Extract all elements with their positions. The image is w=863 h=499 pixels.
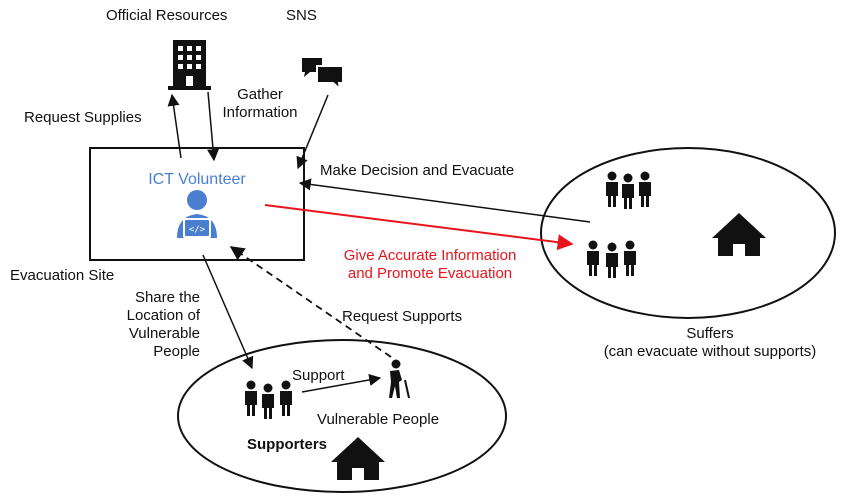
official-resources-label: Official Resources <box>106 7 228 24</box>
vulnerable-people-label: Vulnerable People <box>317 411 440 428</box>
svg-text:</>: </> <box>189 225 206 235</box>
give-information-label: Give Accurate Information and Promote Ev… <box>300 247 560 283</box>
vulnerable-area-ellipse <box>177 339 507 493</box>
gather-information-label: Gather Information <box>205 86 315 122</box>
suffers-note: (can evacuate without supports) <box>603 343 817 360</box>
arrow-share-location <box>202 254 254 370</box>
arrow-request-supports <box>229 246 392 358</box>
building-icon <box>168 40 211 90</box>
gather-line1: Gather <box>237 86 283 103</box>
support-label: Support <box>292 367 345 384</box>
arrow-gather-sns <box>296 94 329 170</box>
elderly-person-icon <box>389 359 410 399</box>
request-supplies-label: Request Supplies <box>24 109 142 126</box>
laptop-user-icon: </> <box>177 190 217 238</box>
people-group-icon <box>606 171 651 209</box>
suffers-title: Suffers <box>686 325 734 342</box>
share-line3: Vulnerable <box>128 325 200 342</box>
share-line2: Location of <box>126 307 200 324</box>
evacuation-site-label: Evacuation Site <box>10 267 115 284</box>
ict-volunteer-label: ICT Volunteer <box>148 171 246 188</box>
make-decision-label: Make Decision and Evacuate <box>320 162 515 179</box>
arrow-gather-official <box>207 91 220 162</box>
suffers-ellipse <box>540 147 836 319</box>
evacuation-site-box <box>89 147 305 261</box>
give-info-line1: Give Accurate Information <box>343 247 517 264</box>
arrow-request-supplies <box>167 93 182 159</box>
share-line4: People <box>153 343 200 360</box>
share-location-label: Share the Location of Vulnerable People <box>110 289 200 361</box>
give-info-line2: and Promote Evacuation <box>347 265 513 282</box>
arrow-give-information <box>264 204 574 251</box>
sns-label: SNS <box>286 7 317 24</box>
arrow-support <box>301 374 382 393</box>
supporters-label: Supporters <box>247 436 328 453</box>
gather-line2: Information <box>222 104 298 121</box>
people-group-icon <box>245 380 292 419</box>
share-line1: Share the <box>134 289 200 306</box>
suffers-label: Suffers (can evacuate without supports) <box>560 325 860 361</box>
chat-bubbles-icon <box>302 58 344 92</box>
arrow-make-decision <box>298 178 591 223</box>
request-supports-label: Request Supports <box>342 308 463 325</box>
people-group-icon <box>587 240 636 278</box>
house-icon <box>331 437 385 480</box>
house-icon <box>712 213 766 256</box>
